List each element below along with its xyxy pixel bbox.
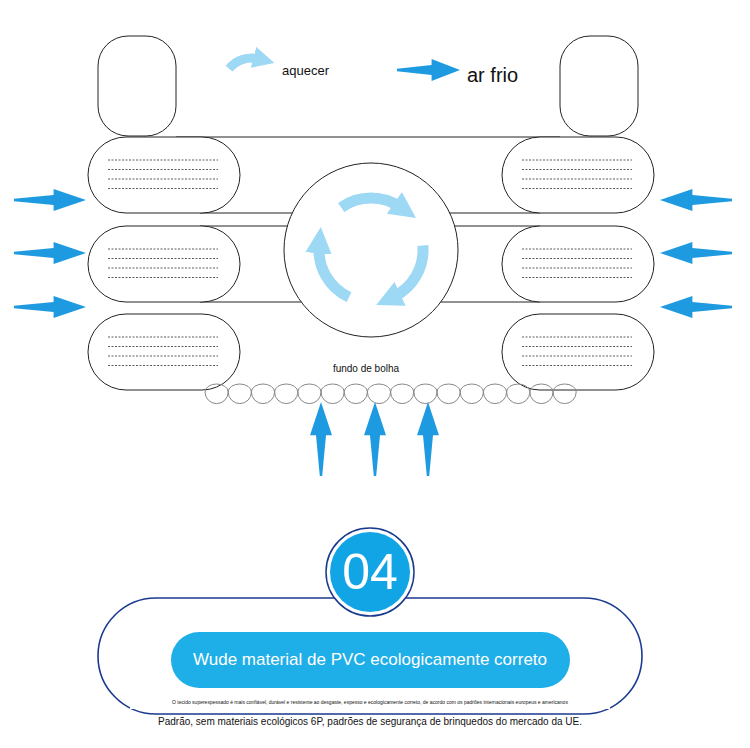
chamber-stripe — [108, 249, 218, 250]
chamber-stripe — [108, 169, 218, 170]
heat-arrow — [229, 58, 260, 69]
chamber-stripe — [108, 179, 218, 180]
chamber-stripe — [522, 179, 632, 180]
bubble-bottom — [205, 392, 576, 404]
legend-cold: ar frio — [467, 63, 518, 87]
cold-air-arrow — [660, 296, 732, 318]
callout-number: 04 — [342, 543, 398, 601]
note-text: O tecido superespessado é mais confiável… — [172, 699, 568, 705]
chamber-stripe — [522, 258, 632, 259]
chamber-stripe — [108, 346, 218, 347]
headrest — [560, 36, 638, 136]
chamber-stripe — [522, 160, 632, 161]
air-chamber — [88, 137, 240, 213]
chamber-stripe — [522, 346, 632, 347]
chamber-stripe — [522, 277, 632, 278]
chamber-stripe — [108, 356, 218, 357]
cold-air-arrow — [364, 402, 386, 476]
air-chamber — [502, 314, 654, 390]
cold-air-arrow — [14, 242, 86, 264]
cold-air-arrow — [14, 296, 86, 318]
chamber-stripe — [522, 249, 632, 250]
chamber-stripe — [108, 337, 218, 338]
headrest — [98, 36, 176, 136]
cold-air-arrow — [310, 402, 332, 476]
air-chamber — [502, 137, 654, 213]
heat-arrow — [341, 198, 401, 207]
chamber-stripe — [108, 277, 218, 278]
note-text: Padrão, sem materiais ecológicos 6P, pad… — [158, 716, 582, 728]
heat-circle — [284, 163, 458, 337]
cold-air-arrow — [660, 189, 732, 211]
heat-arrow — [319, 245, 349, 297]
step-badge: 04 — [325, 527, 415, 617]
chamber-stripe — [108, 268, 218, 269]
air-chamber — [88, 314, 240, 390]
chamber-stripe — [108, 365, 218, 366]
heat-arrow — [393, 245, 423, 297]
text-patch — [130, 698, 610, 709]
chamber-stripe — [522, 268, 632, 269]
legend-heat: aquecer — [282, 63, 329, 79]
chamber-stripe — [522, 337, 632, 338]
chamber-stripe — [108, 258, 218, 259]
part-label: fundo de bolha — [333, 363, 399, 375]
cold-air-arrow — [397, 59, 460, 81]
air-chamber — [502, 226, 654, 302]
chamber-stripe — [522, 356, 632, 357]
cold-air-arrow — [660, 242, 732, 264]
chamber-stripe — [108, 160, 218, 161]
bubble-bottom — [205, 384, 576, 392]
cold-air-arrow — [417, 402, 439, 476]
material-button: Wude material de PVC ecologicamente corr… — [171, 632, 570, 688]
chamber-stripe — [108, 188, 218, 189]
wall-line — [176, 137, 560, 138]
air-chamber — [88, 226, 240, 302]
cold-air-arrow — [14, 189, 86, 211]
chamber-stripe — [522, 365, 632, 366]
button-label: Wude material de PVC ecologicamente corr… — [193, 650, 547, 670]
chamber-stripe — [522, 188, 632, 189]
chamber-stripe — [522, 169, 632, 170]
